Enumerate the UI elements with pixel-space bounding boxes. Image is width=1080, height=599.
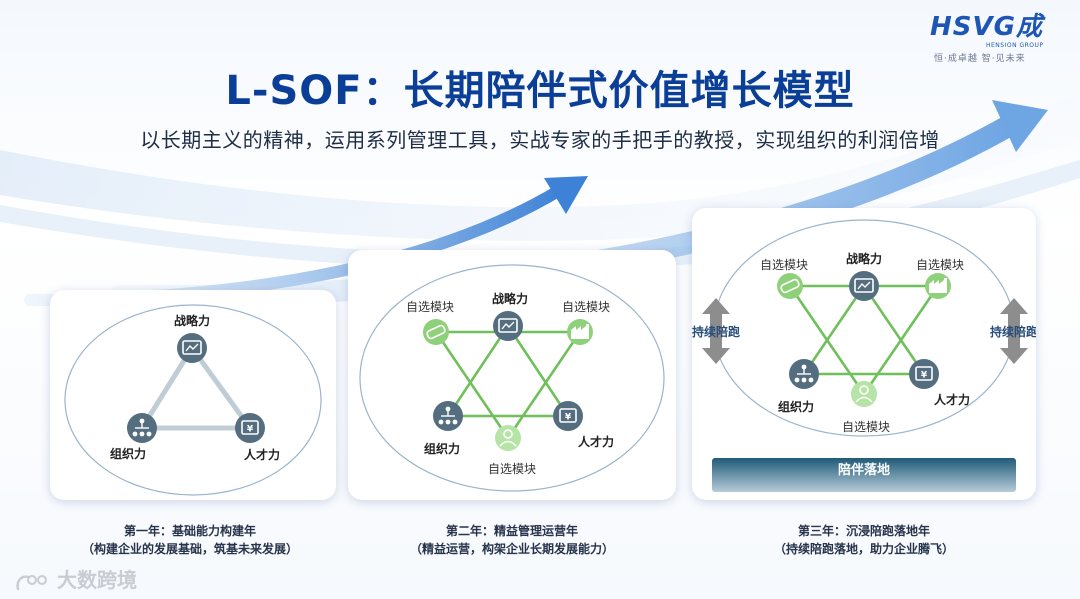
svg-text:¥: ¥ xyxy=(247,425,254,435)
strategy-icon xyxy=(493,311,523,341)
strategy-label: 战略力 xyxy=(492,291,528,306)
person-icon xyxy=(495,425,521,451)
factory-icon xyxy=(925,273,951,299)
talent-icon: ¥ xyxy=(909,359,939,389)
stage-3-panel: ¥ 战略力 自选模块 自选模块 组织力 人才力 自选模块 持续陪跑 持续陪跑 xyxy=(692,208,1036,500)
organization-label: 组织力 xyxy=(110,446,146,461)
company-logo: HSVG成 HENSION GROUP 恒·成卓越 智·见未来 xyxy=(930,12,1065,64)
bar-label: 陪伴落地 xyxy=(838,462,890,478)
talent-label: 人才力 xyxy=(244,447,280,462)
strategy-label: 战略力 xyxy=(174,313,210,328)
stage-2-caption-desc: （精益运营，构架企业长期发展能力） xyxy=(409,542,614,556)
tag-icon xyxy=(777,273,803,299)
arrow-right-icon xyxy=(1000,298,1028,364)
talent-icon: ¥ xyxy=(235,413,265,443)
bar-background xyxy=(712,458,1016,492)
stage-2-caption: 第二年：精益管理运营年 （精益运营，构架企业长期发展能力） xyxy=(362,522,662,558)
side-label-right: 持续陪跑 xyxy=(990,324,1036,339)
stage-3-caption-desc: （持续陪跑落地，助力企业腾飞） xyxy=(773,542,954,556)
talent-label: 人才力 xyxy=(934,392,970,407)
person-icon xyxy=(851,381,877,407)
talent-icon: ¥ xyxy=(553,401,583,431)
side-label-left: 持续陪跑 xyxy=(692,324,740,339)
optional-module-left-label: 自选模块 xyxy=(760,258,808,272)
stage-1-caption-desc: （构建企业的发展基础，筑基未来发展） xyxy=(81,542,298,556)
optional-module-bottom-label: 自选模块 xyxy=(842,420,890,434)
optional-module-right-label: 自选模块 xyxy=(562,300,610,314)
tag-icon xyxy=(423,319,449,345)
stage-1-diagram: ¥ 战略力 组织力 人才力 xyxy=(64,304,322,496)
svg-text:¥: ¥ xyxy=(921,371,928,381)
watermark: 大数跨境 xyxy=(14,564,137,593)
stage-3-caption: 第三年：沉浸陪跑落地年 （持续陪跑落地，助力企业腾飞） xyxy=(714,522,1014,558)
logo-text: HSVG成 xyxy=(930,12,1043,42)
organization-label: 组织力 xyxy=(778,399,814,414)
stage-3-caption-title: 第三年：沉浸陪跑落地年 xyxy=(797,524,930,538)
strategy-icon xyxy=(849,271,879,301)
talent-label: 人才力 xyxy=(578,434,614,449)
strategy-icon xyxy=(177,333,207,363)
page-title: L-SOF：长期陪伴式价值增长模型 xyxy=(225,68,855,114)
stage-1-caption-title: 第一年：基础能力构建年 xyxy=(123,524,256,538)
optional-module-left-label: 自选模块 xyxy=(406,300,454,314)
logo-subtext: HENSION GROUP xyxy=(986,42,1044,49)
stage-3-diagram: ¥ 战略力 自选模块 自选模块 组织力 人才力 自选模块 持续陪跑 持续陪跑 xyxy=(692,219,1036,492)
watermark-logo-icon xyxy=(16,574,47,590)
optional-module-bottom-label: 自选模块 xyxy=(488,462,536,476)
organization-label: 组织力 xyxy=(424,441,460,456)
factory-icon xyxy=(567,319,593,345)
strategy-label: 战略力 xyxy=(846,251,882,266)
stage-2-caption-title: 第二年：精益管理运营年 xyxy=(445,524,578,538)
arrow-left-icon xyxy=(702,298,730,364)
organization-icon xyxy=(127,413,157,443)
logo-slogan: 恒·成卓越 智·见未来 xyxy=(934,54,1026,64)
stage-1-caption: 第一年：基础能力构建年 （构建企业的发展基础，筑基未来发展） xyxy=(40,522,340,558)
stage-1-panel: ¥ 战略力 组织力 人才力 xyxy=(50,290,336,500)
organization-icon xyxy=(789,359,819,389)
svg-text:¥: ¥ xyxy=(565,413,572,423)
optional-module-right-label: 自选模块 xyxy=(916,258,964,272)
organization-icon xyxy=(433,401,463,431)
stage-2-panel: ¥ 战略力 自选模块 自选模块 组织力 人才力 自选模块 xyxy=(348,250,676,500)
page-subtitle: 以长期主义的精神，运用系列管理工具，实战专家的手把手的教授，实现组织的利润倍增 xyxy=(140,128,940,152)
watermark-text: 大数跨境 xyxy=(56,568,137,592)
stage-2-diagram: ¥ 战略力 自选模块 自选模块 组织力 人才力 自选模块 xyxy=(359,264,665,492)
